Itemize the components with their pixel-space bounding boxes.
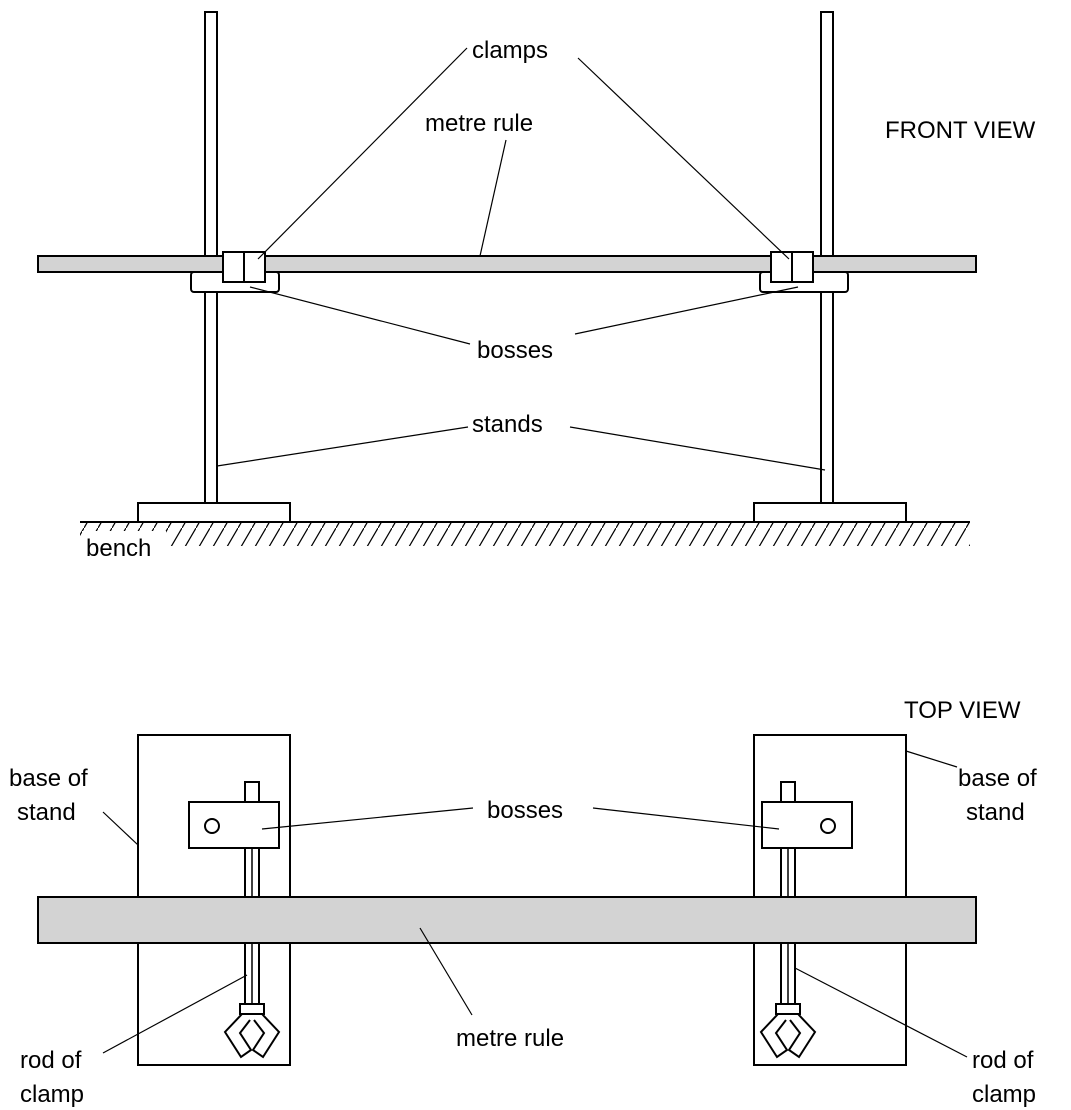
label-clamps: clamps [472, 37, 548, 64]
metre-rule-top [37, 896, 977, 944]
bench [80, 521, 970, 546]
label-metre-rule-top: metre rule [456, 1025, 564, 1052]
stand-base-left [137, 502, 291, 523]
label-base-of-stand-left-1: base of [9, 765, 88, 792]
label-bosses-top: bosses [487, 797, 563, 824]
label-stands: stands [472, 411, 543, 438]
label-bosses-front: bosses [477, 337, 553, 364]
stand-right [753, 11, 907, 523]
boss-left-top [188, 801, 280, 849]
bench-hatching [80, 522, 970, 546]
clamp-left-front [222, 251, 266, 283]
label-base-of-stand-left-2: stand [17, 799, 76, 826]
label-rod-of-clamp-right-2: clamp [972, 1081, 1036, 1108]
stand-base-right [753, 502, 907, 523]
front-view-title: FRONT VIEW [885, 117, 1036, 144]
label-rod-of-clamp-left-2: clamp [20, 1081, 84, 1108]
top-leader-lines [102, 750, 968, 1058]
clamp-right-front [770, 251, 814, 283]
boss-right-top [761, 801, 853, 849]
top-view-title: TOP VIEW [904, 697, 1021, 724]
bench-label-backing [82, 531, 166, 561]
front-leader-lines [216, 47, 826, 471]
label-base-of-stand-right-1: base of [958, 765, 1037, 792]
label-rod-of-clamp-right-1: rod of [972, 1047, 1034, 1074]
label-rod-of-clamp-left-1: rod of [20, 1047, 82, 1074]
front-view: clamps metre rule FRONT VIEW bosses stan… [37, 11, 1036, 562]
top-view: TOP VIEW [9, 697, 1037, 1108]
metre-rule-front [37, 255, 977, 273]
clamp-jaws-left [223, 1003, 281, 1059]
clamp-jaws-right [759, 1003, 817, 1059]
label-bench: bench [86, 535, 151, 562]
label-metre-rule-front: metre rule [425, 110, 533, 137]
label-base-of-stand-right-2: stand [966, 799, 1025, 826]
